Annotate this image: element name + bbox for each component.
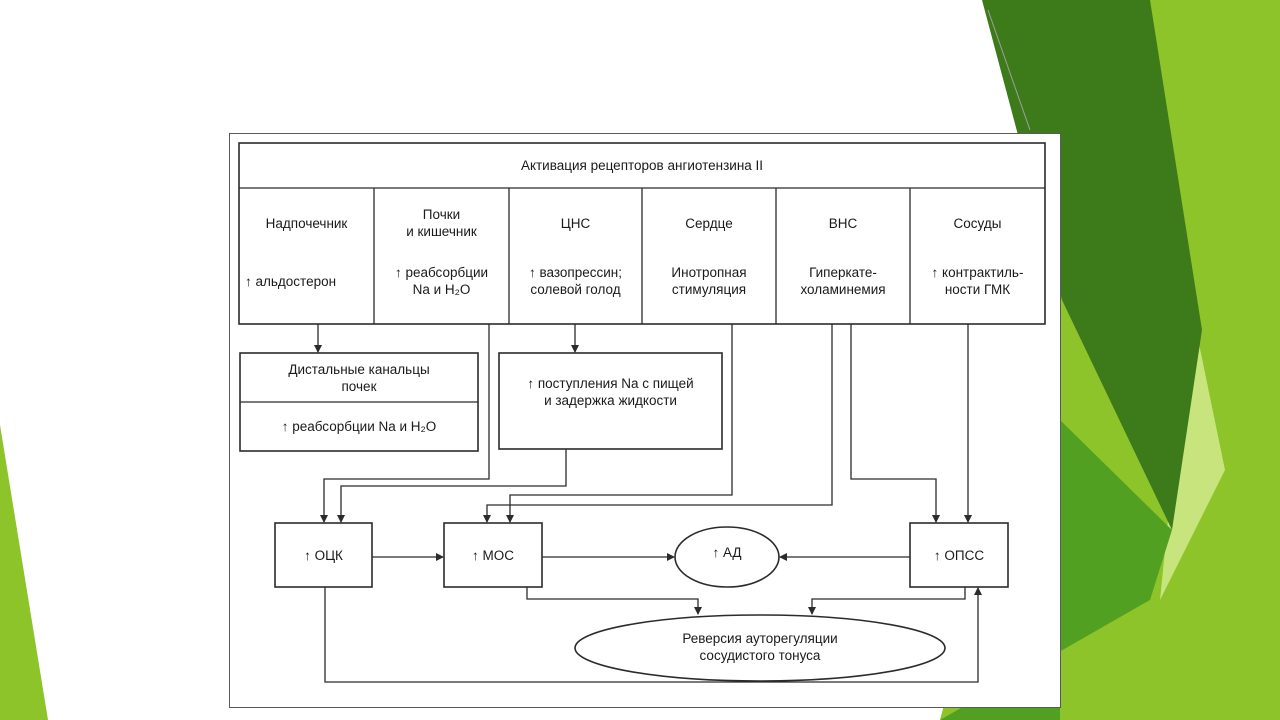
reversal-label: Реверсия ауторегуляции сосудистого тонус… [682, 631, 838, 663]
bg-shape-dark [982, 0, 1202, 530]
opss-label: ↑ ОПСС [933, 547, 985, 563]
distal-tubules-title: Дистальные канальцы почек [288, 362, 430, 394]
bg-shape-left [0, 425, 48, 720]
organ-label-cns: ЦНС [560, 215, 591, 231]
arrow-heart-to-mos [506, 324, 733, 523]
opss-box [909, 522, 1009, 588]
occ-box [274, 522, 373, 588]
ad-label: ↑ АД [712, 544, 742, 560]
arrow-mos-to-reversal [526, 587, 702, 615]
effect-label-kidneys: ↑ реабсорбции Na и H₂O [394, 265, 489, 297]
organ-label-heart: Сердце [685, 215, 733, 231]
organ-label-vessels: Сосуды [953, 215, 1002, 231]
arrow-sodium-to-occ [337, 449, 567, 523]
effect-label-adrenal: ↑ альдостерон [245, 273, 337, 289]
effect-label-vessels: ↑ контрактиль- ности ГМК [931, 265, 1024, 297]
sodium-intake-box [498, 352, 723, 450]
arrow-ans-to-mos [483, 324, 833, 523]
reversal-ellipse [574, 614, 946, 682]
bg-shape-pale [1160, 300, 1225, 600]
arrow-kidneys-to-occ [320, 324, 490, 523]
sodium-intake-label: ↑ поступления Na с пищей и задержка жидк… [527, 376, 694, 408]
mos-box [443, 522, 543, 588]
organ-label-adrenal: Надпочечник [265, 215, 348, 231]
effect-label-ans: Гиперкате- холаминемия [800, 265, 886, 297]
arrow-occ-to-opss [324, 587, 982, 683]
bg-shape-mid [940, 420, 1172, 720]
distal-tubules-effect: ↑ реабсорбции Na и H₂O [281, 419, 437, 434]
organ-label-ans: ВНС [828, 215, 858, 231]
diagram-frame: Активация рецепторов ангиотензина II Над… [229, 133, 1061, 708]
organ-label-kidneys: Почки и кишечник [406, 207, 477, 239]
diagram-header: Активация рецепторов ангиотензина II [520, 158, 764, 173]
arrow-ans-to-opss [850, 324, 940, 523]
effect-label-cns: ↑ вазопрессин; солевой голод [529, 265, 622, 297]
arrow-opss-to-reversal [808, 587, 966, 615]
bg-thin-line [987, 9, 1031, 131]
occ-label: ↑ ОЦК [304, 547, 343, 563]
diagram-canvas [238, 142, 1046, 683]
effect-label-heart: Инотропная стимуляция [671, 265, 747, 297]
mos-label: ↑ МОС [472, 547, 514, 563]
